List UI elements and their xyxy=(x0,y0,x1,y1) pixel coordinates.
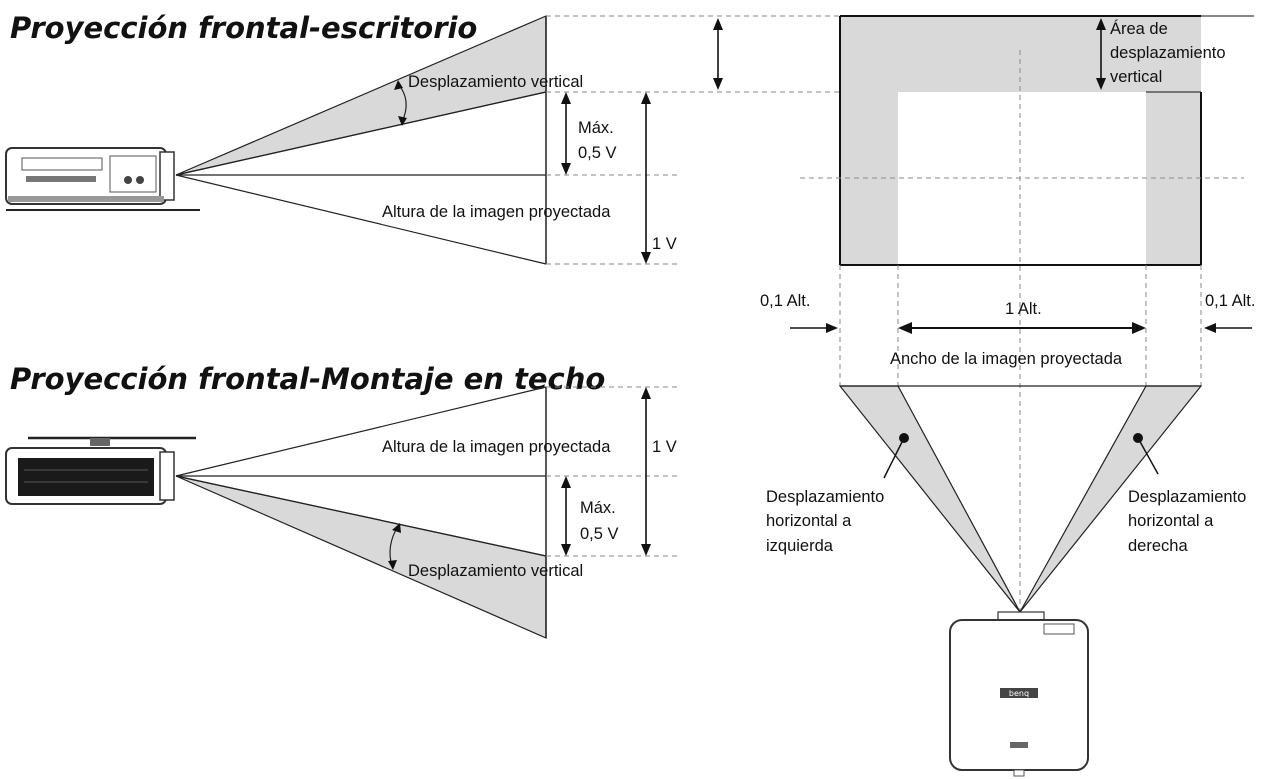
vertical-area-label-3: vertical xyxy=(1110,68,1162,86)
left-shift-label-1: Desplazamiento xyxy=(766,488,884,506)
right-margin-label: 0,1 Alt. xyxy=(1205,292,1255,310)
desktop-one-v-label: 1 V xyxy=(652,235,677,253)
ceiling-max-value: 0,5 V xyxy=(580,525,619,543)
vertical-area-label-2: desplazamiento xyxy=(1110,44,1226,62)
image-width-label: Ancho de la imagen proyectada xyxy=(890,350,1123,368)
brand-logo xyxy=(1000,688,1038,698)
desktop-max-value: 0,5 V xyxy=(578,144,617,162)
ceiling-one-v-label: 1 V xyxy=(652,438,677,456)
ceiling-vertical-shift-area xyxy=(175,475,547,639)
left-margin-label: 0,1 Alt. xyxy=(760,292,810,310)
right-shift-label-3: derecha xyxy=(1128,537,1188,555)
right-shift-label-2: horizontal a xyxy=(1128,512,1214,530)
right-shift-label-1: Desplazamiento xyxy=(1128,488,1246,506)
brand-text: benq xyxy=(1009,689,1029,698)
ceiling-image-height-label: Altura de la imagen proyectada xyxy=(382,438,611,456)
ceiling-heading: Proyección frontal-Montaje en techo xyxy=(10,362,605,396)
projector-side-desktop-icon xyxy=(5,147,200,211)
ceiling-vertical-shift-label: Desplazamiento vertical xyxy=(408,562,583,580)
desktop-vertical-shift-label: Desplazamiento vertical xyxy=(408,73,583,91)
projector-top-icon: benq xyxy=(949,611,1089,777)
desktop-max-label: Máx. xyxy=(578,119,614,137)
desktop-image-height-label: Altura de la imagen proyectada xyxy=(382,203,611,221)
vertical-area-label-1: Área de xyxy=(1110,19,1168,38)
left-shift-label-2: horizontal a xyxy=(766,512,852,530)
desktop-heading: Proyección frontal-escritorio xyxy=(10,11,477,45)
ceiling-max-label: Máx. xyxy=(580,499,616,517)
projector-side-ceiling-icon xyxy=(5,436,196,505)
width-label: 1 Alt. xyxy=(1005,300,1042,318)
left-shift-label-3: izquierda xyxy=(766,537,834,555)
